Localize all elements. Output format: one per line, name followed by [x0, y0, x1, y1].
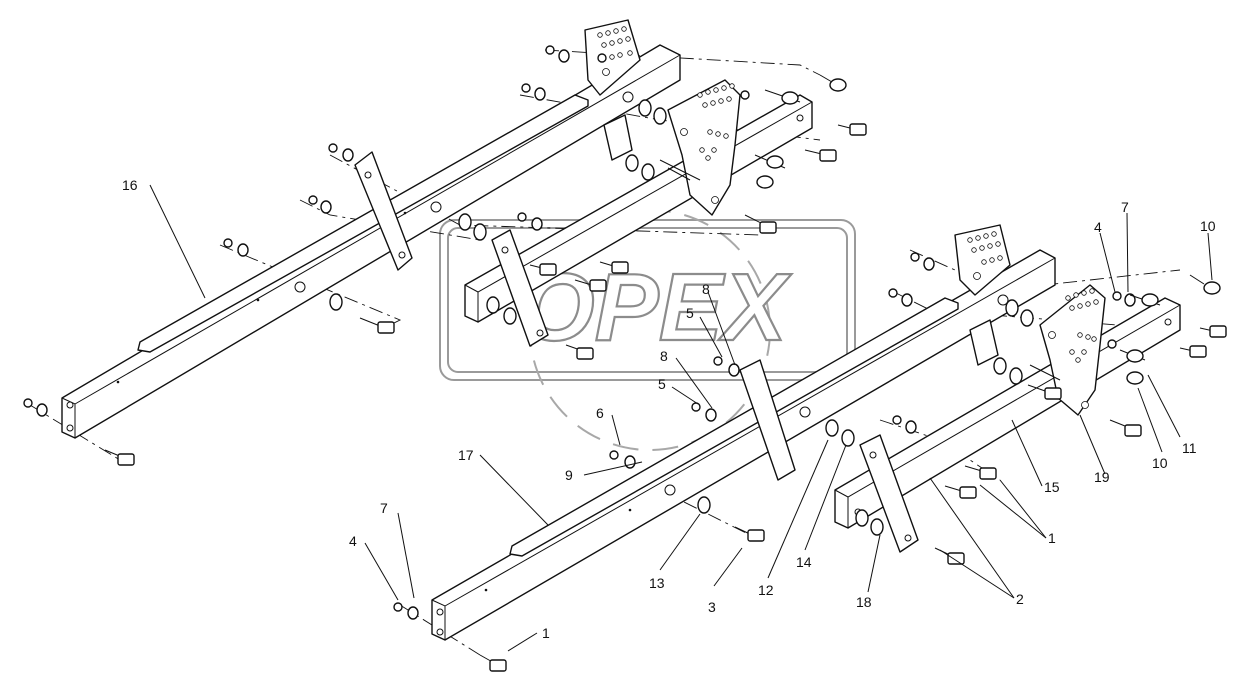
callout-4-left: 4 [349, 533, 357, 549]
callout-8-upper: 8 [702, 281, 710, 297]
callout-8-lower: 8 [660, 348, 668, 364]
callout-1-left: 1 [542, 625, 550, 641]
perforated-plates [584, 19, 1106, 416]
callout-19: 19 [1094, 469, 1110, 485]
callout-2: 2 [1016, 591, 1024, 607]
callouts: 16 17 6 9 8 5 8 5 7 4 1 13 3 12 14 18 2 … [122, 177, 1216, 641]
callout-11: 11 [1182, 440, 1197, 456]
callout-13: 13 [649, 575, 665, 591]
callout-5-lower: 5 [658, 376, 666, 392]
leader-lines [149, 184, 1213, 652]
callout-17: 17 [458, 447, 474, 463]
callout-1-right: 1 [1048, 530, 1056, 546]
brackets [354, 114, 999, 553]
watermark-frame-inner [447, 227, 848, 373]
beam-16 [61, 44, 681, 439]
pins-and-clips [659, 74, 1221, 385]
callout-5-upper: 5 [686, 305, 694, 321]
callout-4-right: 4 [1094, 219, 1102, 235]
callout-18: 18 [856, 594, 872, 610]
bushings [329, 99, 1034, 536]
callout-9: 9 [565, 467, 573, 483]
callout-3: 3 [708, 599, 716, 615]
nuts-and-washers [23, 45, 1136, 620]
callout-16: 16 [122, 177, 138, 193]
bolts [104, 123, 1227, 672]
callout-12: 12 [758, 582, 774, 598]
callout-10-upper: 10 [1200, 218, 1216, 234]
callout-7-left: 7 [380, 500, 388, 516]
callout-14: 14 [796, 554, 812, 570]
callout-6: 6 [596, 405, 604, 421]
callout-10-lower: 10 [1152, 455, 1168, 471]
callout-7-right: 7 [1121, 199, 1129, 215]
beam-17 [431, 249, 1056, 641]
callout-15: 15 [1044, 479, 1060, 495]
